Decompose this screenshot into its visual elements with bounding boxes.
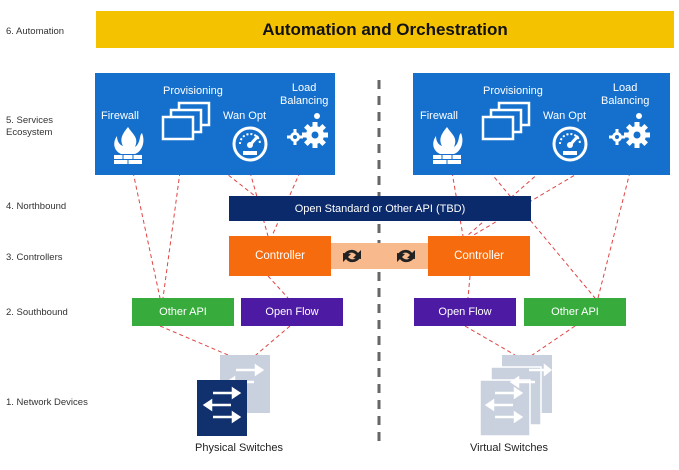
automation-banner: Automation and Orchestration (96, 11, 674, 48)
layer-label-services: 5. Services Ecosystem (6, 115, 53, 138)
load-balancing-label: Load Balancing (601, 82, 650, 107)
controller-left: Controller (229, 236, 331, 276)
layer-label-southbound: 2. Southbound (6, 307, 68, 318)
layer-label-northbound: 4. Northbound (6, 201, 67, 212)
sync-arrows-icon-right (397, 249, 415, 263)
wan-opt-gauge-icon (232, 126, 268, 162)
layer-label-automation: 6. Automation (6, 26, 65, 37)
load-balancing-gears-icon (609, 113, 650, 148)
layer-label-controllers: 3. Controllers (6, 252, 63, 263)
wan-opt-gauge-icon (552, 126, 588, 162)
provisioning-label: Provisioning (163, 85, 223, 97)
firewall-label: Firewall (420, 110, 458, 122)
provisioning-icon (481, 101, 531, 141)
open-flow-right: Open Flow (414, 298, 516, 326)
other-api-right: Other API (524, 298, 626, 326)
firewall-icon (433, 127, 463, 164)
services-block-left: Firewall Provisioning Wan Opt Load Balan… (95, 73, 335, 175)
wan-opt-label: Wan Opt (223, 110, 266, 122)
open-flow-left: Open Flow (241, 298, 343, 326)
physical-switches-icon (197, 355, 270, 436)
sync-arrows-icon-left (343, 249, 361, 263)
virtual-switches-caption: Virtual Switches (470, 442, 549, 454)
firewall-icon (114, 127, 144, 164)
load-balancing-gears-icon (287, 113, 328, 148)
physical-switches-caption: Physical Switches (195, 442, 284, 454)
provisioning-icon (161, 101, 211, 141)
virtual-switches-icon (479, 355, 553, 437)
wan-opt-label: Wan Opt (543, 110, 586, 122)
load-balancing-label: Load Balancing (280, 82, 329, 107)
firewall-label: Firewall (101, 110, 139, 122)
layer-label-network-devices: 1. Network Devices (6, 397, 88, 408)
provisioning-label: Provisioning (483, 85, 543, 97)
northbound-api-bar: Open Standard or Other API (TBD) (229, 196, 531, 221)
controller-right: Controller (428, 236, 530, 276)
services-block-right: Firewall Provisioning Wan Opt Load Balan… (413, 73, 670, 175)
other-api-left: Other API (132, 298, 234, 326)
dashed-connectors (132, 144, 631, 361)
